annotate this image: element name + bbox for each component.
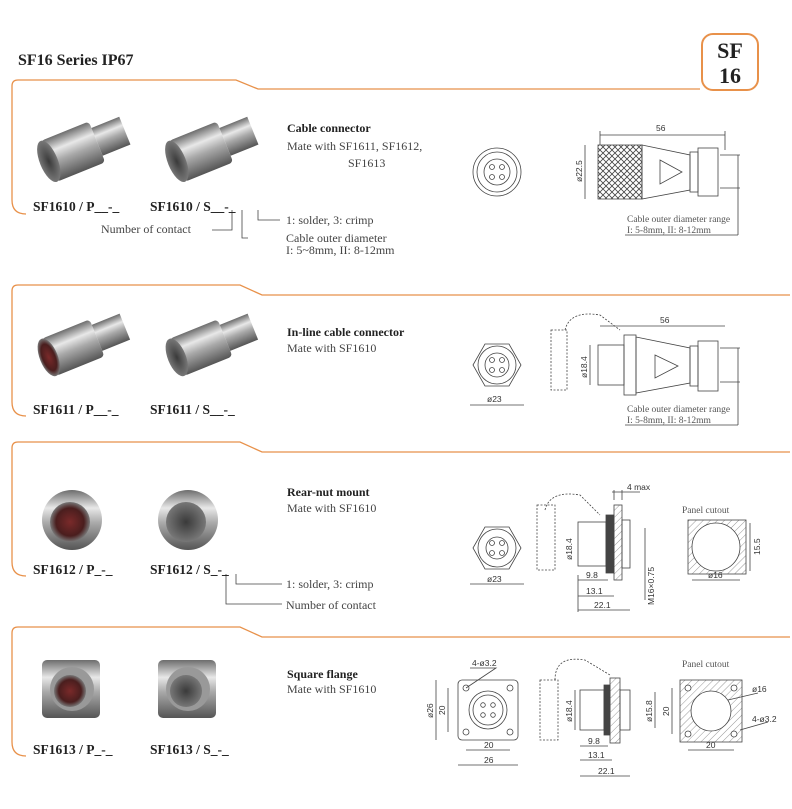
dim-holes: 4-ø3.2 — [472, 658, 497, 668]
product-title: Rear-nut mount — [287, 485, 370, 499]
badge-line1: SF — [717, 38, 743, 63]
dim-d2: 13.1 — [586, 586, 603, 596]
caption-range-values: I: 5-8mm, II: 8-12mm — [627, 416, 712, 426]
dim-cut-v: 20 — [661, 706, 671, 716]
dim-d3: 22.1 — [598, 766, 615, 776]
dim-cut-d: ø16 — [752, 684, 767, 694]
note-termination: 1: solder, 3: crimp — [286, 213, 374, 227]
note-contacts: Number of contact — [286, 598, 376, 612]
note-cable: Cable outer diameter — [286, 231, 387, 245]
photo-sf1612-p — [42, 490, 102, 550]
panel-cutout-label: Panel cutout — [682, 660, 730, 670]
model-plug: SF1611 / P__-_ — [33, 402, 119, 417]
panel-cutout-label: Panel cutout — [682, 506, 730, 516]
dim-cut-holes: 4-ø3.2 — [752, 714, 777, 724]
drawing-rear-nut-mount — [470, 490, 751, 612]
dim-d3: 22.1 — [594, 600, 611, 610]
dim-diameter: ø22.5 — [574, 160, 584, 182]
dim-cut-d: ø16 — [708, 570, 723, 580]
dim-front: ø23 — [487, 394, 502, 404]
model-plug: SF1610 / P__-_ — [33, 199, 120, 214]
note-cable-values: I: 5~8mm, II: 8-12mm — [286, 243, 395, 257]
caption-range-values: I: 5-8mm, II: 8-12mm — [627, 226, 712, 236]
product-title: In-line cable connector — [287, 325, 405, 339]
model-plug: SF1613 / P_-_ — [33, 742, 113, 757]
product-title: Cable connector — [287, 121, 371, 135]
dim-d1: 9.8 — [588, 736, 600, 746]
note-termination: 1: solder, 3: crimp — [286, 577, 374, 591]
drawing-cable-connector — [472, 131, 740, 236]
model-socket: SF1612 / S_-_ — [150, 562, 229, 577]
dim-cut-h: 15.5 — [752, 538, 762, 555]
dim-diameter: ø18.4 — [564, 538, 574, 560]
page-title: SF16 Series IP67 — [18, 52, 134, 69]
section-dividers — [11, 79, 790, 757]
photo-sf1613-p — [42, 660, 100, 718]
mate-with: Mate with SF1610 — [287, 682, 377, 696]
photo-sf1613-s — [158, 660, 216, 718]
dim-width: 26 — [484, 755, 494, 765]
photo-sf1611-p — [37, 313, 131, 377]
dim-length: 56 — [656, 123, 666, 133]
leader-contacts — [212, 210, 233, 231]
photo-sf1612-s — [158, 490, 218, 550]
dim-diameter: ø18.4 — [579, 356, 589, 378]
leader-termination — [257, 210, 280, 221]
dim-length: 56 — [660, 315, 670, 325]
drawing-inline-connector — [470, 313, 740, 426]
photo-sf1610-p — [37, 116, 131, 183]
mate-with: Mate with SF1611, SF1612, — [287, 139, 423, 153]
caption-range: Cable outer diameter range — [627, 405, 730, 415]
dim-d1: 9.8 — [586, 570, 598, 580]
note-contacts: Number of contact — [101, 222, 191, 236]
dim-inner: ø15.8 — [644, 700, 654, 722]
model-socket: SF1610 / S__-_ — [150, 199, 236, 214]
model-socket: SF1611 / S__-_ — [150, 402, 235, 417]
dim-panel: 4 max — [627, 482, 651, 492]
dim-thread: M16×0.75 — [646, 567, 656, 605]
product-title: Square flange — [287, 667, 358, 681]
badge-line2: 16 — [719, 63, 741, 88]
dim-outer: ø26 — [425, 703, 435, 718]
dim-d2: 13.1 — [588, 750, 605, 760]
mate-with-cont: SF1613 — [348, 156, 386, 170]
dim-front: ø23 — [487, 574, 502, 584]
drawing-square-flange — [435, 658, 769, 777]
model-plug: SF1612 / P_-_ — [33, 562, 113, 577]
dim-diameter: ø18.4 — [564, 700, 574, 722]
mate-with: Mate with SF1610 — [287, 501, 377, 515]
dim-cut-h: 20 — [706, 740, 716, 750]
photo-sf1611-s — [165, 313, 259, 377]
leader-cable — [241, 210, 248, 239]
photo-sf1610-s — [165, 116, 259, 183]
dim-pitch-h: 20 — [484, 740, 494, 750]
model-socket: SF1613 / S_-_ — [150, 742, 229, 757]
dim-pitch-v: 20 — [437, 705, 447, 715]
mate-with: Mate with SF1610 — [287, 341, 377, 355]
caption-range: Cable outer diameter range — [627, 215, 730, 225]
